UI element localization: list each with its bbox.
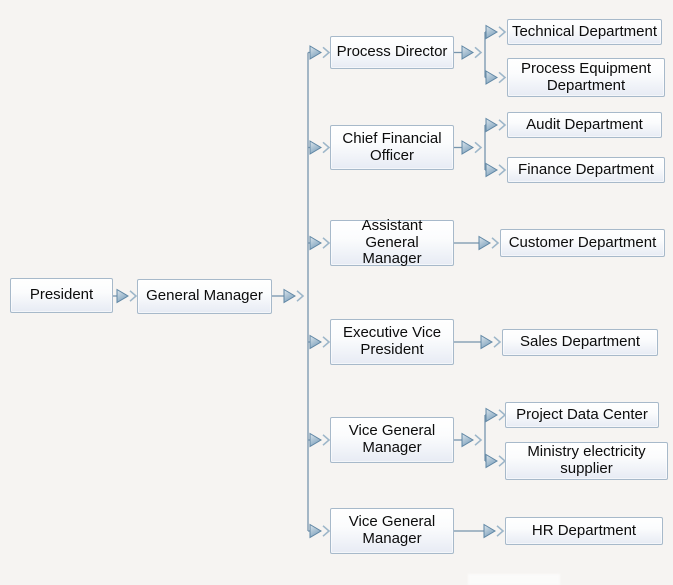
arrowhead-icon (485, 407, 506, 423)
node-process-equipment-department: Process Equipment Department (507, 58, 665, 97)
arrowhead-icon (309, 334, 330, 350)
arrowhead-icon (309, 45, 330, 60)
arrowhead-icon (483, 523, 504, 539)
node-hr-department: HR Department (505, 517, 663, 545)
arrowhead-icon (461, 45, 482, 60)
arrowhead-icon (478, 235, 499, 251)
arrowhead-icon (485, 70, 506, 85)
arrowhead-icon (485, 117, 506, 133)
node-chief-financial-officer: Chief Financial Officer (330, 125, 454, 170)
node-ministry-electricity-supplier: Ministry electricity supplier (505, 442, 668, 480)
node-audit-department: Audit Department (507, 112, 662, 138)
arrowhead-icon (485, 24, 506, 40)
node-process-director: Process Director (330, 36, 454, 69)
node-president: President (10, 278, 113, 313)
arrowhead-icon (309, 140, 330, 155)
background-highlight (468, 574, 560, 585)
arrowhead-icon (485, 162, 506, 178)
node-customer-department: Customer Department (500, 229, 665, 257)
arrowhead-icon (480, 334, 501, 350)
node-sales-department: Sales Department (502, 329, 658, 356)
node-project-data-center: Project Data Center (505, 402, 659, 428)
arrowhead-icon (116, 288, 137, 304)
arrowhead-icon (309, 523, 330, 539)
node-assistant-general-manager: Assistant General Manager (330, 217, 454, 267)
node-executive-vice-president: Executive Vice President (330, 319, 454, 365)
node-vice-general-manager-1: Vice General Manager (330, 417, 454, 463)
node-general-manager: General Manager (137, 279, 272, 314)
node-technical-department: Technical Department (507, 19, 662, 45)
arrowhead-icon (461, 432, 482, 448)
node-finance-department: Finance Department (507, 157, 665, 183)
arrowhead-icon (485, 453, 506, 469)
arrowhead-icon (461, 140, 482, 155)
arrowhead-icon (309, 235, 330, 251)
arrowhead-icon (309, 432, 330, 448)
arrowhead-icon (283, 288, 304, 304)
node-vice-general-manager-2: Vice General Manager (330, 508, 454, 554)
